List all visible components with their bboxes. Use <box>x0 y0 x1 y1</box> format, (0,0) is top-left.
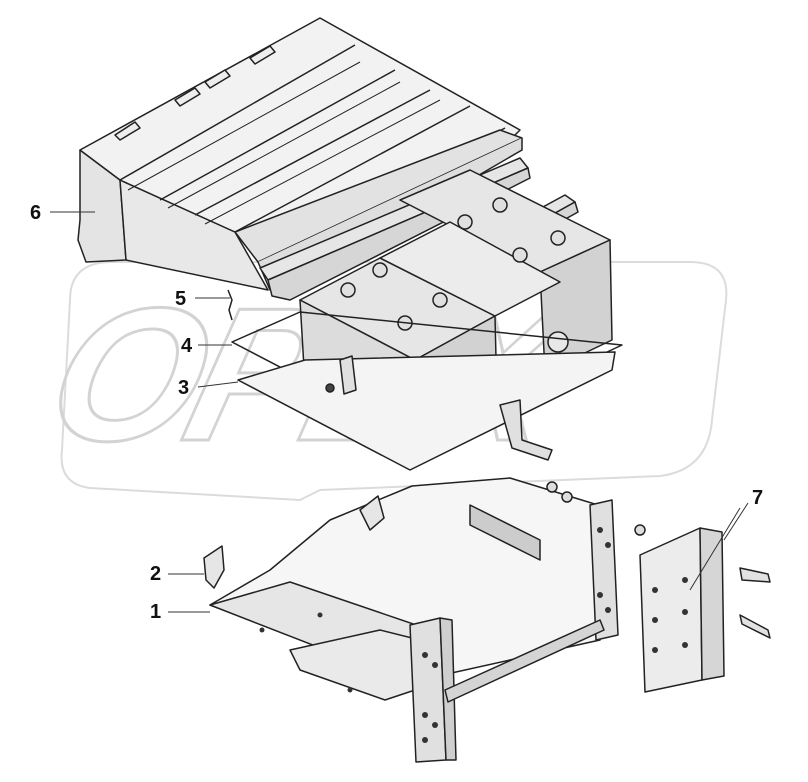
callout-2: 2 <box>150 563 162 585</box>
part-1-frame <box>209 477 619 763</box>
callout-6: 6 <box>30 202 42 224</box>
part-7-bracket <box>546 481 771 693</box>
callout-7: 7 <box>752 487 764 509</box>
leader-lines <box>50 211 749 613</box>
callout-1: 1 <box>150 601 162 623</box>
part-3-4-tray-plates <box>231 311 623 471</box>
callout-3: 3 <box>178 377 190 399</box>
part-2-clip <box>203 495 385 589</box>
callout-4: 4 <box>181 335 193 357</box>
callout-5: 5 <box>175 288 187 310</box>
